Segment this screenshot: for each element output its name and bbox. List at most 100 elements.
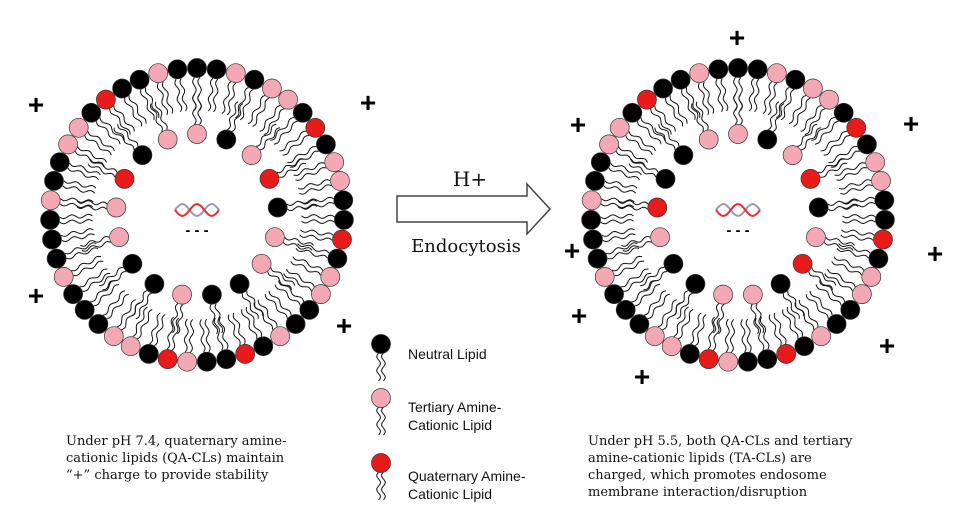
lipid-head [776,344,797,364]
lipid-tail [82,272,111,292]
lipid-tail [66,247,99,260]
lipid-tail [279,162,307,178]
lipid-head [132,145,153,165]
lipid-head [747,59,768,80]
lipid-tail [782,309,799,339]
lipid-tail [669,95,688,124]
lipid-head [103,326,124,347]
lipid-head [718,351,739,372]
lipid-head [114,169,135,189]
lipid-head [808,197,829,218]
lipid-tail [276,158,304,174]
lipid-tail [695,101,709,130]
lipid-tail [698,82,709,116]
positive-charge-sign: + [571,300,587,331]
lipid-tail [290,261,322,276]
positive-charge-sign: + [729,22,745,53]
lipid-tail [295,167,327,181]
lipid-head [644,326,665,347]
lipid-tail [824,273,853,292]
lipid-tail [300,201,335,209]
lipid-head [112,78,132,99]
lipid-head [585,171,605,191]
lipid-head [63,284,83,304]
legend-label-neutral: Neutral Lipid [408,346,487,362]
lipid-head [581,210,601,230]
process-arrow: H+ Endocytosis [396,167,552,257]
lipid-tail [729,319,736,353]
lipid-head [661,336,682,357]
lipid-tail [678,308,694,340]
lipid-tail [623,272,652,292]
lipid-tail [99,267,124,286]
lipid-head [96,89,116,110]
plus-signs: ++++++++++++ [28,22,943,392]
lipid-tail [76,200,108,206]
lipid-tail [299,234,333,241]
lipid-head [333,190,354,211]
lipid-tail [76,205,107,211]
lipid-head [120,336,141,357]
lipid-head [604,284,624,304]
lipid-tail [738,77,743,111]
lipid-tail [811,117,836,141]
lipid-head [629,314,650,334]
lipid-tail [286,268,315,288]
lipid-head [857,134,877,155]
lipid-head [196,351,217,372]
lipid-head [292,102,313,123]
lipid-tail [815,284,842,306]
lipid-head [327,248,348,269]
arrow-bottom-label: Endocytosis [411,236,521,257]
lipid-tail [643,290,667,316]
lipid-head [728,58,748,78]
lipid-tail [301,214,335,219]
lipid-head [285,314,306,334]
lipid-head [109,227,129,248]
lipid-tail [831,261,863,276]
nucleic-acid-cargo [715,202,761,218]
lipid-tail [676,292,693,320]
lipid-tail [782,293,800,319]
lipid-tail [617,205,648,211]
lipid-tail [767,82,778,116]
lipid-tail [227,314,241,346]
lipid-tail [282,241,313,251]
lipid-head [583,229,603,250]
lipid-tail [600,219,634,225]
lipid-tail [690,312,702,345]
lipid-tail [600,202,635,209]
lipid-head [647,197,668,218]
lipid-head [58,134,78,155]
lipid-tail [268,290,292,316]
lipid-head [826,314,847,334]
lipid-tail [707,316,715,350]
lipid-head [253,336,274,357]
lipid-tail [264,294,288,319]
lipid-tail [636,121,662,145]
lipid-tail [63,180,97,189]
lipid-head [44,171,64,191]
legend-head [371,388,391,408]
lipid-head [334,210,354,230]
lipid-tail [221,81,232,114]
lipid-head [871,171,891,191]
lipid-tail [836,248,869,259]
lipid-tail [247,94,266,125]
lipid-tail [608,167,640,181]
lipid-tail [81,241,111,252]
lipid-head [138,344,159,364]
lipid-head [241,145,262,165]
lipid-tail [245,307,262,337]
cargo-negative-charge: - - - [726,222,749,239]
lipid-head [670,69,691,90]
lipid-head [177,351,198,372]
lipid-head [874,190,895,211]
lipid-tail [231,103,244,133]
lipid-head [225,63,246,84]
lipid-tail [823,135,851,156]
lipid-tail [827,199,858,206]
lipid-head [206,59,227,80]
lipid-tail [93,284,119,307]
lipid-tail [102,290,126,316]
